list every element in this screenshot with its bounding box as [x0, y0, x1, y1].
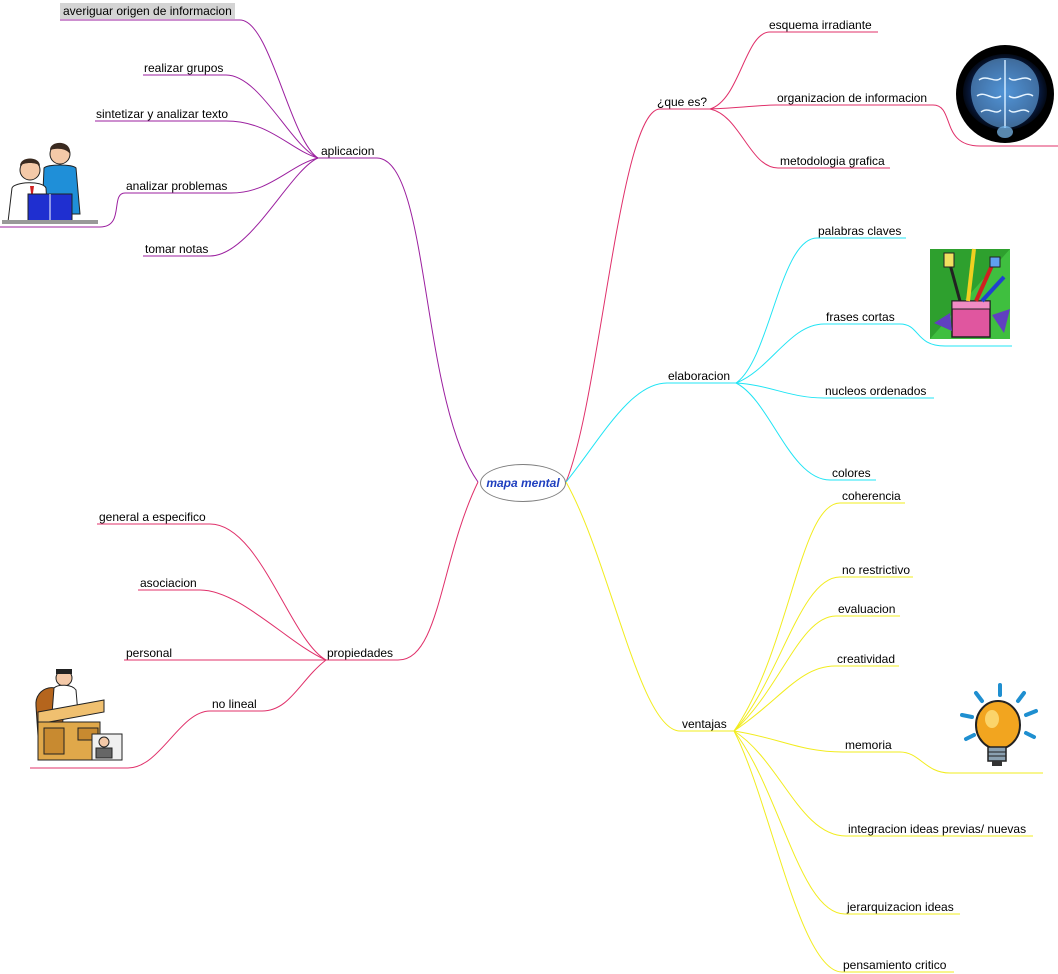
subtopic-integracion-ideas[interactable]: integracion ideas previas/ nuevas — [848, 822, 1027, 836]
topic-elaboracion[interactable]: elaboracion — [668, 369, 731, 383]
subtopic-asociacion[interactable]: asociacion — [140, 576, 197, 590]
lightbulb-image — [960, 683, 1038, 766]
subtopic-evaluacion[interactable]: evaluacion — [838, 602, 896, 616]
subtopic-memoria[interactable]: memoria — [845, 738, 892, 752]
brain-image — [956, 45, 1054, 143]
subtopic-coherencia[interactable]: coherencia — [842, 489, 901, 503]
topic-aplicacion[interactable]: aplicacion — [321, 144, 375, 158]
subtopic-organizacion-informacion[interactable]: organizacion de informacion — [777, 91, 928, 105]
topic-que-es[interactable]: ¿que es? — [657, 95, 708, 109]
subtopic-tomar-notas[interactable]: tomar notas — [145, 242, 209, 256]
subtopic-sintetizar-texto[interactable]: sintetizar y analizar texto — [96, 107, 229, 121]
subtopic-pensamiento-critico[interactable]: pensamiento critico — [843, 958, 947, 972]
subtopic-colores[interactable]: colores — [832, 466, 871, 480]
central-topic-label: mapa mental — [486, 476, 560, 490]
subtopic-jerarquizacion-ideas[interactable]: jerarquizacion ideas — [847, 900, 954, 914]
subtopic-palabras-claves[interactable]: palabras claves — [818, 224, 902, 238]
subtopic-analizar-problemas[interactable]: analizar problemas — [126, 179, 228, 193]
aplicacion-connectors — [0, 19, 479, 483]
subtopic-averiguar-origen[interactable]: averiguar origen de informacion — [60, 3, 235, 19]
topic-ventajas[interactable]: ventajas — [682, 717, 727, 731]
propiedades-connectors — [30, 481, 479, 769]
central-topic[interactable]: mapa mental — [480, 464, 566, 502]
que-es-connectors — [565, 31, 1058, 483]
subtopic-personal[interactable]: personal — [126, 646, 173, 660]
subtopic-no-lineal[interactable]: no lineal — [212, 697, 257, 711]
subtopic-realizar-grupos[interactable]: realizar grupos — [144, 61, 224, 75]
subtopic-creatividad[interactable]: creatividad — [837, 652, 896, 666]
art-supplies-image — [930, 248, 1010, 339]
man-at-desk-image — [35, 669, 123, 761]
subtopic-nucleos-ordenados[interactable]: nucleos ordenados — [825, 384, 927, 398]
topic-propiedades[interactable]: propiedades — [327, 646, 394, 660]
subtopic-general-a-especifico[interactable]: general a especifico — [99, 510, 206, 524]
ventajas-connectors — [565, 481, 1043, 973]
subtopic-metodologia-grafica[interactable]: metodologia grafica — [780, 154, 885, 168]
people-reading-image — [2, 142, 98, 224]
elaboracion-connectors — [565, 237, 1012, 483]
subtopic-frases-cortas[interactable]: frases cortas — [826, 310, 895, 324]
subtopic-esquema-irradiante[interactable]: esquema irradiante — [769, 18, 872, 32]
subtopic-no-restrictivo[interactable]: no restrictivo — [842, 563, 911, 577]
